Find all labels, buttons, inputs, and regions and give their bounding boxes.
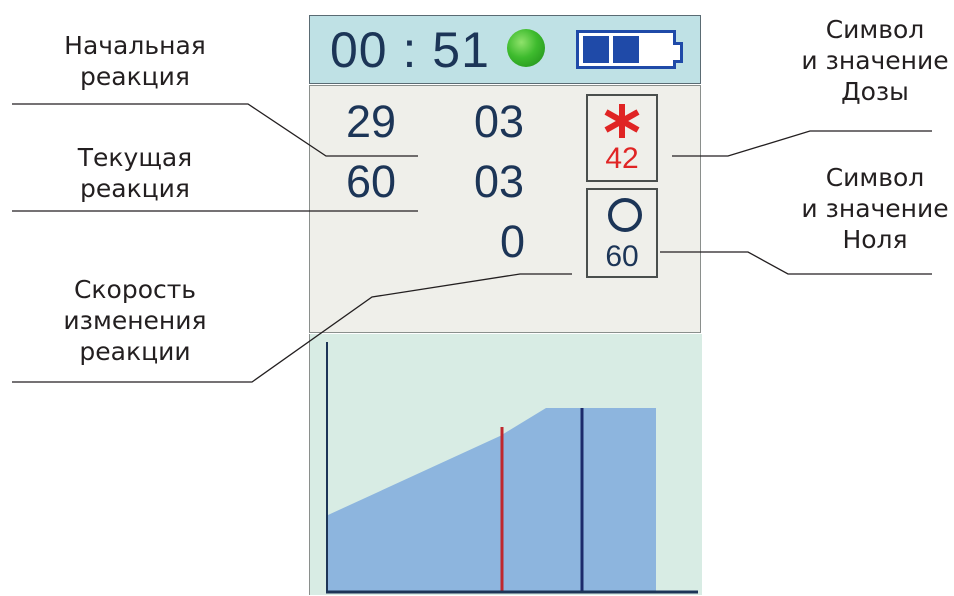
- initial-reaction-label: Начальная реакция: [64, 31, 206, 91]
- readings-panel: 29 03 60 03 0 42 60: [309, 85, 701, 333]
- dose-value: 42: [605, 142, 639, 175]
- battery-terminal: [673, 42, 683, 63]
- zero-symbol-label: Символ и значение Ноля: [801, 163, 949, 254]
- reaction-graph: [309, 334, 702, 595]
- rate-of-change-label: Скорость изменения реакции: [63, 275, 207, 366]
- leader-dose: [672, 130, 932, 157]
- status-led-icon: [507, 29, 545, 67]
- device-screen: 00 : 51 29 03 60 03 0 42 60: [309, 15, 702, 595]
- elapsed-time: 00 : 51: [330, 22, 490, 78]
- current-reaction-label: Текущая реакция: [77, 143, 193, 203]
- current-reaction-time: 03: [474, 156, 525, 207]
- dose-asterisk-icon: [604, 104, 640, 138]
- initial-reaction-time: 03: [474, 96, 525, 147]
- battery-cell: [583, 36, 609, 63]
- dose-indicator: 42: [586, 94, 658, 182]
- zero-circle-icon: [608, 198, 642, 232]
- battery-cell: [613, 36, 639, 63]
- status-header: 00 : 51: [309, 15, 701, 84]
- initial-reaction-value: 29: [346, 96, 397, 147]
- rate-of-change-value: 0: [500, 216, 526, 267]
- zero-value: 60: [605, 240, 639, 273]
- battery-icon: [576, 30, 683, 69]
- dose-symbol-label: Символ и значение Дозы: [801, 15, 949, 106]
- current-reaction-value: 60: [346, 156, 397, 207]
- reaction-area: [328, 408, 656, 592]
- zero-indicator: 60: [586, 188, 658, 278]
